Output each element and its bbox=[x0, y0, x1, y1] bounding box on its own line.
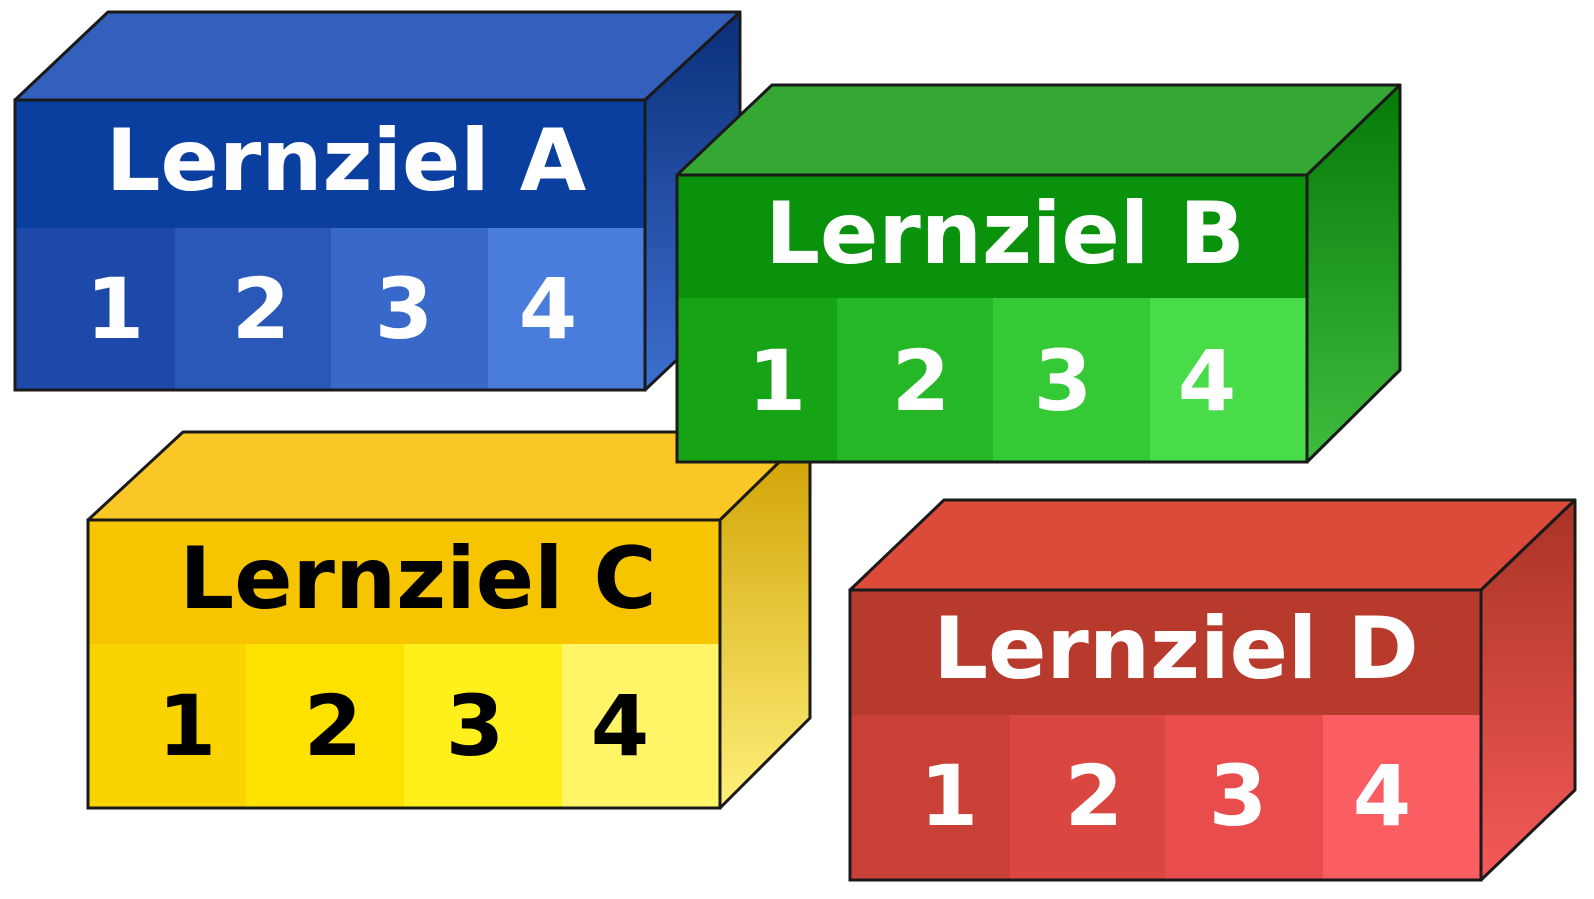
block-b-number-3: 3 bbox=[1034, 332, 1092, 430]
block-a-number-4: 4 bbox=[519, 260, 577, 358]
block-d-top-face bbox=[850, 500, 1575, 590]
block-d-number-4: 4 bbox=[1353, 747, 1411, 845]
block-d-number-3: 3 bbox=[1209, 747, 1267, 845]
block-c-number-4: 4 bbox=[591, 677, 649, 775]
block-c-title: Lernziel C bbox=[179, 529, 656, 629]
block-a-number-1: 1 bbox=[86, 260, 144, 358]
block-c-number-3: 3 bbox=[446, 677, 504, 775]
block-lernziel-b: Lernziel B 1 2 3 4 bbox=[677, 85, 1400, 462]
block-b-number-4: 4 bbox=[1178, 332, 1236, 430]
block-lernziel-d: Lernziel D 1 2 3 4 bbox=[850, 500, 1575, 880]
block-lernziel-a: Lernziel A 1 2 3 4 bbox=[15, 12, 740, 390]
block-c-number-2: 2 bbox=[304, 677, 362, 775]
block-a-top-face bbox=[15, 12, 740, 100]
block-b-number-2: 2 bbox=[892, 332, 950, 430]
block-lernziel-c: Lernziel C 1 2 3 4 bbox=[88, 432, 810, 808]
block-a-number-3: 3 bbox=[375, 260, 433, 358]
block-d-number-2: 2 bbox=[1065, 747, 1123, 845]
block-a-title: Lernziel A bbox=[106, 111, 587, 211]
block-b-top-face bbox=[677, 85, 1400, 175]
block-c-number-1: 1 bbox=[158, 677, 216, 775]
block-b-title: Lernziel B bbox=[765, 184, 1245, 284]
block-d-title: Lernziel D bbox=[933, 599, 1418, 699]
block-d-number-1: 1 bbox=[920, 747, 978, 845]
block-b-number-1: 1 bbox=[748, 332, 806, 430]
block-a-number-2: 2 bbox=[232, 260, 290, 358]
